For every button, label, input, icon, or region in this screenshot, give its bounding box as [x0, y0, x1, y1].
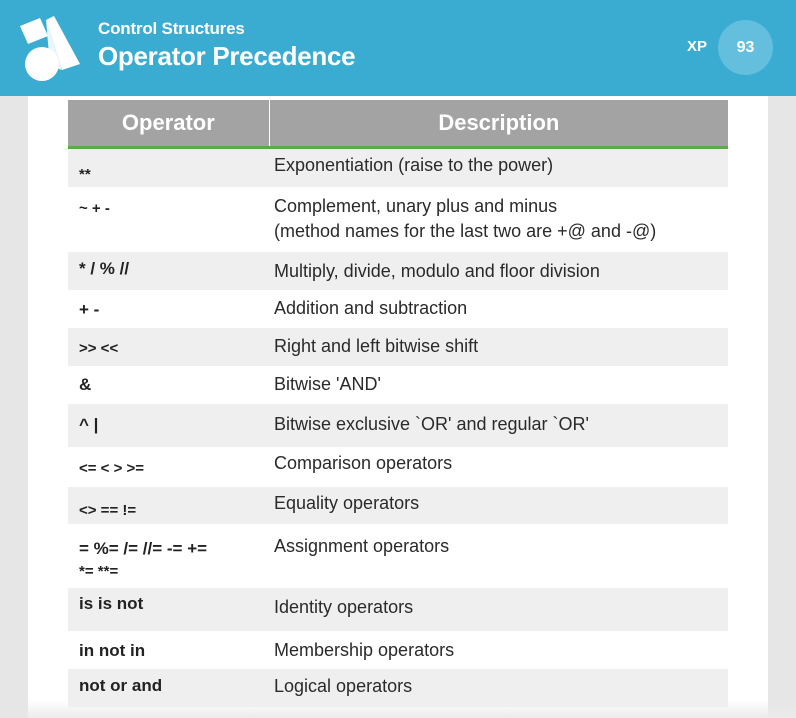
lesson-header: Control Structures Operator Precedence X…	[0, 0, 796, 96]
operator-cell: <> == !=	[68, 487, 269, 524]
xp-label: XP	[687, 38, 708, 55]
operator-text: *= **=	[79, 563, 119, 580]
operator-text: = %= /= //= -= +=	[79, 539, 208, 558]
table-row: <= < > >= Comparison operators	[68, 447, 728, 487]
table-row: ** Exponentiation (raise to the power)	[68, 149, 728, 187]
description-cell: Right and left bitwise shift	[269, 328, 728, 366]
description-text: Identity operators	[274, 597, 414, 617]
description-cell: Addition and subtraction	[269, 290, 728, 328]
description-text: Logical operators	[274, 676, 413, 696]
description-cell: Exponentiation (raise to the power)	[269, 149, 728, 187]
operator-text: >> <<	[79, 340, 119, 357]
description-text: Right and left bitwise shift	[274, 336, 479, 356]
operator-cell: &	[68, 366, 269, 404]
table-header: Operator Description	[68, 100, 728, 149]
description-cell: Complement, unary plus and minus (method…	[269, 187, 728, 252]
operator-cell: **	[68, 149, 269, 187]
operator-text: ~ + -	[79, 200, 110, 217]
operator-precedence-table: Operator Description ** Exponentiation (…	[68, 100, 728, 707]
operator-text: is is not	[79, 594, 144, 613]
operator-text: ^ |	[79, 415, 99, 434]
operator-text: not or and	[79, 676, 163, 695]
operator-text: &	[79, 375, 92, 394]
operator-cell: is is not	[68, 588, 269, 631]
operator-cell: <= < > >=	[68, 447, 269, 487]
operator-cell: ^ |	[68, 404, 269, 447]
description-cell: Logical operators	[269, 669, 728, 707]
column-header-description: Description	[438, 110, 560, 135]
table-row: + - Addition and subtraction	[68, 290, 728, 328]
description-text: (method names for the last two are +@ an…	[274, 221, 657, 241]
description-text: Comparison operators	[274, 453, 453, 473]
description-cell: Multiply, divide, modulo and floor divis…	[269, 252, 728, 290]
description-cell: Bitwise 'AND'	[269, 366, 728, 404]
description-text: Assignment operators	[274, 536, 450, 556]
table-row: <> == != Equality operators	[68, 487, 728, 524]
table-row: ^ | Bitwise exclusive `OR' and regular `…	[68, 404, 728, 447]
table-row: * / % // Multiply, divide, modulo and fl…	[68, 252, 728, 290]
description-text: Bitwise 'AND'	[274, 374, 381, 394]
description-text: Bitwise exclusive `OR' and regular `OR'	[274, 414, 589, 434]
description-text: Equality operators	[274, 493, 420, 513]
page-title: Operator Precedence	[98, 41, 356, 71]
table-row: in not in Membership operators	[68, 631, 728, 669]
operator-cell: + -	[68, 290, 269, 328]
operator-cell: ~ + -	[68, 187, 269, 252]
operator-text: **	[79, 166, 91, 183]
operator-cell: >> <<	[68, 328, 269, 366]
description-text: Exponentiation (raise to the power)	[274, 155, 554, 175]
description-cell: Assignment operators	[269, 524, 728, 588]
operator-cell: in not in	[68, 631, 269, 669]
table-row: & Bitwise 'AND'	[68, 366, 728, 404]
operator-text: + -	[79, 300, 100, 319]
operator-cell: not or and	[68, 669, 269, 707]
description-text: Membership operators	[274, 640, 455, 660]
description-text: Addition and subtraction	[274, 298, 468, 318]
description-cell: Equality operators	[269, 487, 728, 524]
column-header-operator: Operator	[68, 100, 270, 146]
shapes-logo-icon	[20, 16, 80, 81]
lesson-section: Control Structures	[98, 19, 245, 38]
table-row: is is not Identity operators	[68, 588, 728, 631]
xp-badge[interactable]: 93	[718, 20, 773, 75]
table-row: ~ + - Complement, unary plus and minus (…	[68, 187, 728, 252]
operator-text: in not in	[79, 641, 146, 660]
description-cell: Membership operators	[269, 631, 728, 669]
operator-cell: * / % //	[68, 252, 269, 290]
operator-text: * / % //	[79, 259, 130, 278]
table-row: >> << Right and left bitwise shift	[68, 328, 728, 366]
table-row: not or and Logical operators	[68, 669, 728, 707]
description-cell: Identity operators	[269, 588, 728, 631]
description-text: Complement, unary plus and minus	[274, 196, 558, 216]
description-cell: Comparison operators	[269, 447, 728, 487]
operator-text: <> == !=	[79, 502, 137, 519]
operator-text: <= < > >=	[79, 460, 145, 477]
description-cell: Bitwise exclusive `OR' and regular `OR'	[269, 404, 728, 447]
description-text: Multiply, divide, modulo and floor divis…	[274, 261, 600, 281]
table-row: = %= /= //= -= += *= **= Assignment oper…	[68, 524, 728, 588]
operator-cell: = %= /= //= -= += *= **=	[68, 524, 269, 588]
